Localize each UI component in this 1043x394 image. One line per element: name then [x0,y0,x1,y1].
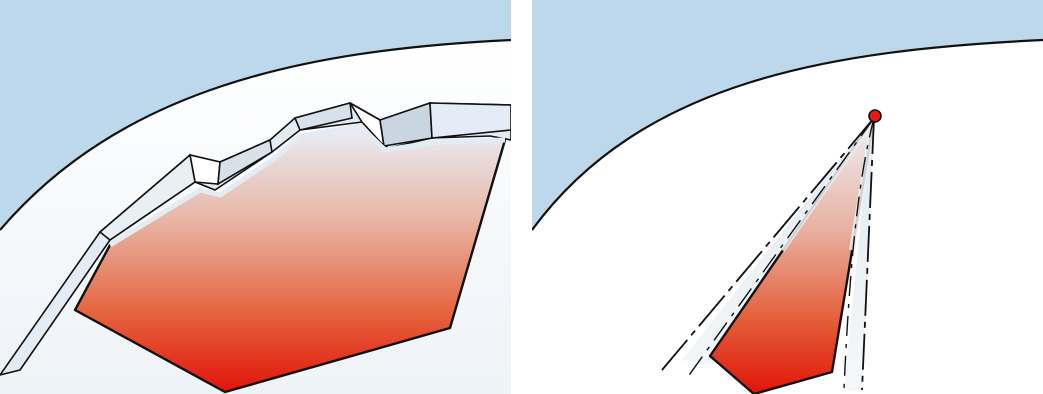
walled-region-diagram [0,0,511,394]
panel-point-cone [532,0,1043,394]
point-cone-diagram [532,0,1043,394]
sky-region [532,0,1043,230]
viewpoint-dot [869,110,881,122]
panel-walled-region [0,0,511,394]
